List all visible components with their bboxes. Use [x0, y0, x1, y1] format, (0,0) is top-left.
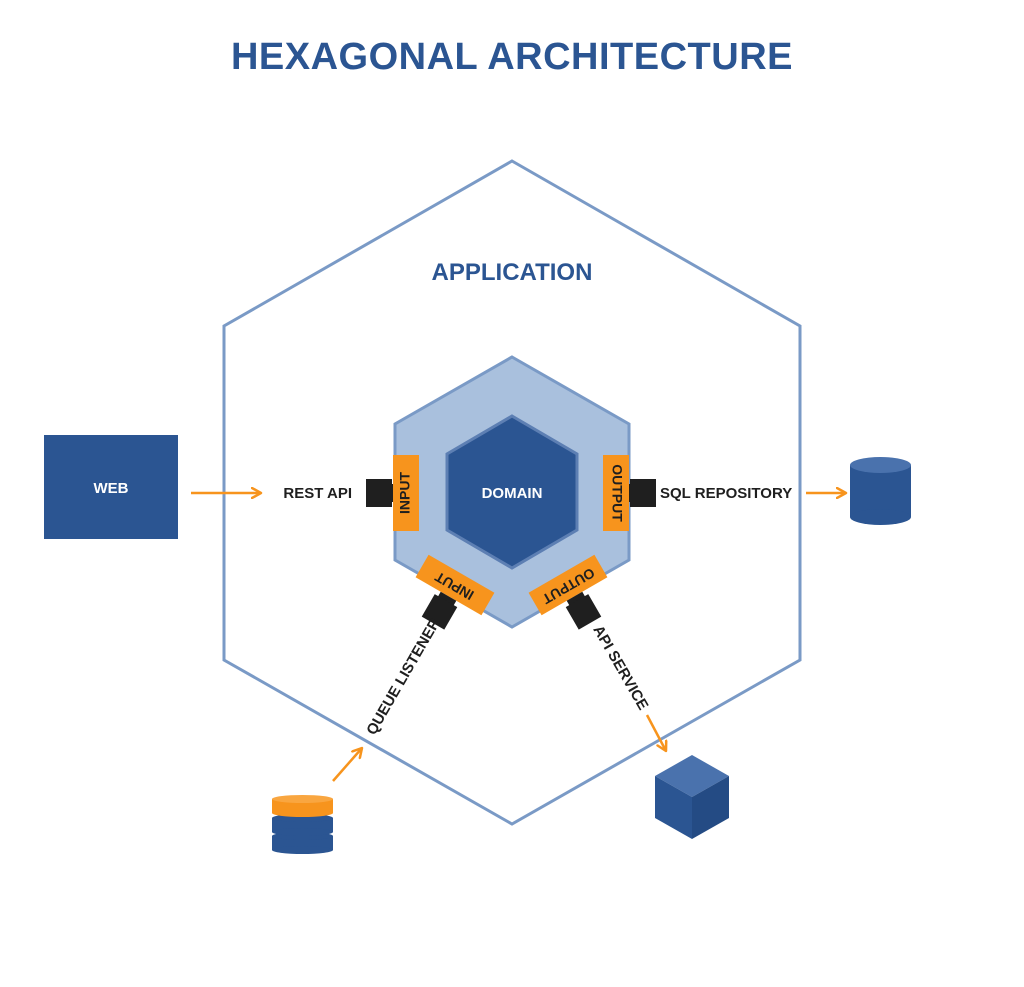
input-port-left: INPUT	[366, 455, 419, 531]
cube-icon	[655, 755, 729, 839]
input-port-bottom-left: INPUT	[415, 554, 495, 630]
input-port-left-label: INPUT	[397, 472, 413, 514]
web-label: WEB	[94, 480, 129, 497]
output-port-right: OUTPUT	[603, 455, 656, 531]
queue-db-to-listener-arrow	[332, 748, 362, 782]
rest-api-label: REST API	[283, 485, 352, 502]
domain-label: DOMAIN	[482, 485, 543, 502]
domain-hexagon	[445, 414, 579, 570]
web-box	[44, 435, 178, 539]
output-port-bottom-right: OUTPUT	[528, 554, 608, 630]
stacked-database-icon	[272, 795, 333, 854]
application-label: APPLICATION	[432, 259, 593, 286]
output-port-right-label: OUTPUT	[609, 464, 625, 522]
sql-repository-label: SQL REPOSITORY	[660, 485, 792, 502]
database-icon	[850, 457, 911, 525]
api-service-to-cube-arrow	[645, 714, 666, 751]
page-title: HEXAGONAL ARCHITECTURE	[230, 36, 794, 78]
